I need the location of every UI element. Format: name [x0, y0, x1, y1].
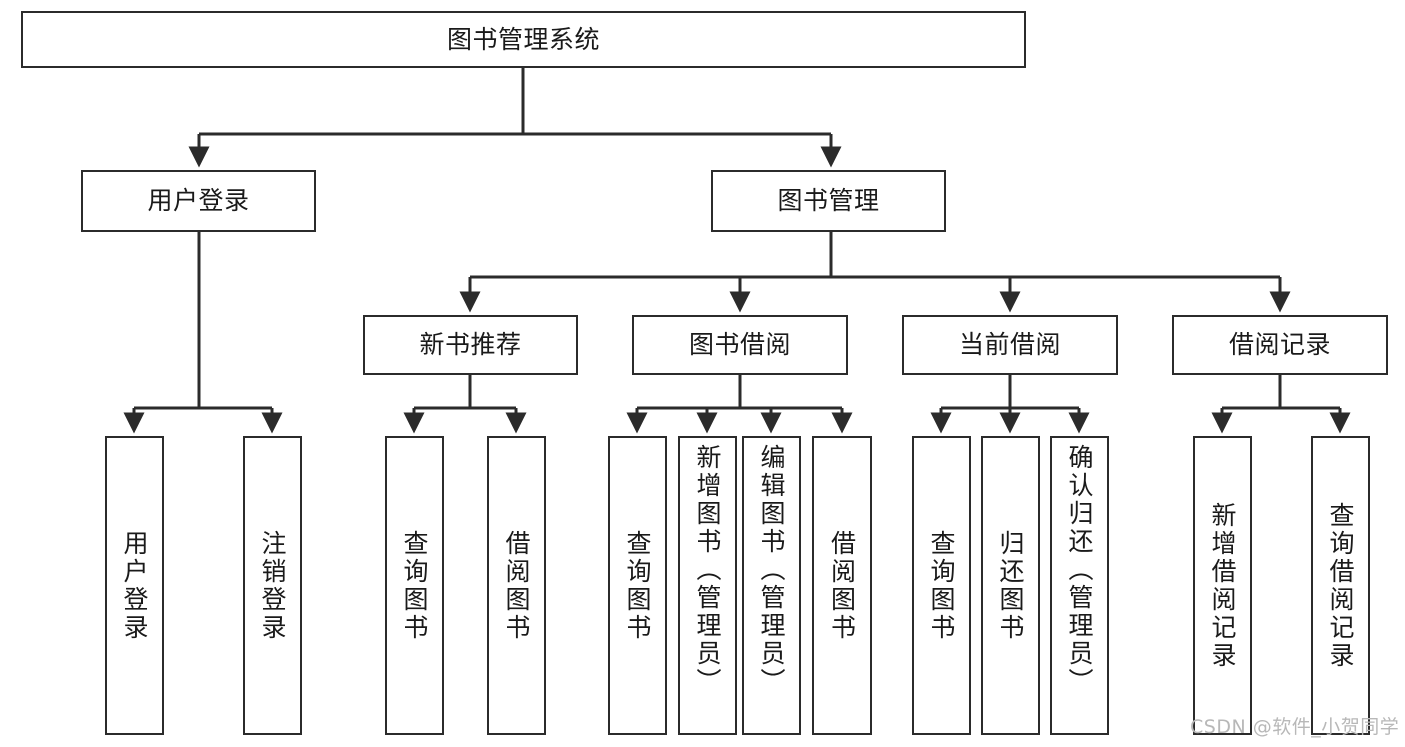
node-current-borrow-label: 当前借阅	[958, 330, 1061, 360]
leaf-logout[interactable]: 注销登录	[243, 436, 302, 735]
leaf-query-record[interactable]: 查询借阅记录	[1311, 436, 1370, 735]
leaf-add-record[interactable]: 新增借阅记录	[1193, 436, 1252, 735]
node-user-login[interactable]: 用户登录	[81, 170, 316, 232]
node-book-manage-label: 图书管理	[777, 186, 880, 216]
node-new-book-rec-label: 新书推荐	[419, 330, 522, 360]
leaf-query-book-3[interactable]: 查询图书	[912, 436, 971, 735]
leaf-edit-book[interactable]: 编辑图书（管理员）	[742, 436, 801, 735]
leaf-logout-label: 注销登录	[258, 529, 287, 642]
leaf-query-record-label: 查询借阅记录	[1326, 501, 1355, 670]
node-borrow-record-label: 借阅记录	[1228, 330, 1331, 360]
node-user-login-label: 用户登录	[147, 186, 250, 216]
leaf-borrow-book-1-label: 借阅图书	[502, 529, 531, 642]
leaf-borrow-book-2-label: 借阅图书	[827, 529, 857, 642]
node-book-borrow[interactable]: 图书借阅	[632, 315, 848, 375]
csdn-watermark: CSDN @软件_小贺同学	[1190, 716, 1400, 738]
node-root-label: 图书管理系统	[446, 24, 600, 54]
leaf-user-login-label: 用户登录	[120, 529, 149, 642]
leaf-return-book-label: 归还图书	[996, 529, 1025, 642]
node-book-borrow-label: 图书借阅	[688, 330, 791, 360]
node-root[interactable]: 图书管理系统	[21, 11, 1026, 68]
leaf-add-book[interactable]: 新增图书（管理员）	[678, 436, 737, 735]
node-current-borrow[interactable]: 当前借阅	[902, 315, 1118, 375]
leaf-query-book-2-label: 查询图书	[623, 529, 652, 642]
node-new-book-rec[interactable]: 新书推荐	[363, 315, 578, 375]
leaf-borrow-book-1[interactable]: 借阅图书	[487, 436, 546, 735]
leaf-add-record-label: 新增借阅记录	[1208, 501, 1237, 670]
leaf-confirm-return[interactable]: 确认归还（管理员）	[1050, 436, 1109, 735]
leaf-confirm-return-label: 确认归还（管理员）	[1065, 444, 1094, 696]
leaf-add-book-label: 新增图书（管理员）	[693, 444, 722, 696]
leaf-query-book-1-label: 查询图书	[400, 529, 429, 642]
node-borrow-record[interactable]: 借阅记录	[1172, 315, 1388, 375]
leaf-query-book-3-label: 查询图书	[927, 529, 956, 642]
leaf-query-book-2[interactable]: 查询图书	[608, 436, 667, 735]
leaf-edit-book-label: 编辑图书（管理员）	[757, 444, 786, 696]
leaf-borrow-book-2[interactable]: 借阅图书	[812, 436, 872, 735]
leaf-user-login[interactable]: 用户登录	[105, 436, 164, 735]
leaf-return-book[interactable]: 归还图书	[981, 436, 1040, 735]
leaf-query-book-1[interactable]: 查询图书	[385, 436, 444, 735]
node-book-manage[interactable]: 图书管理	[711, 170, 946, 232]
